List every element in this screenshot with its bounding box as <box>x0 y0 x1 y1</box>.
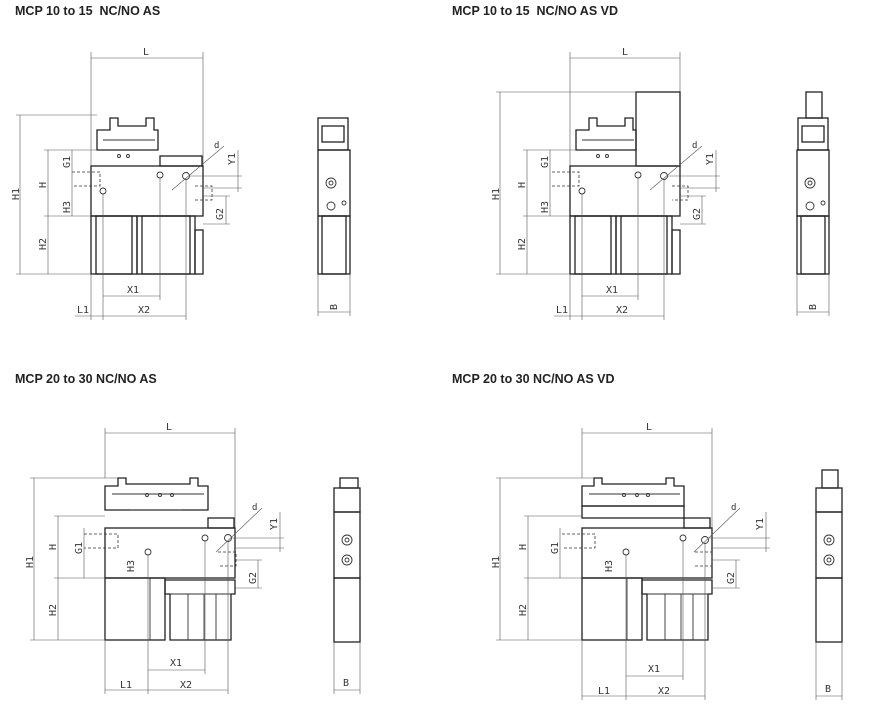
label-B: B <box>808 304 819 310</box>
label-d: d <box>692 141 697 151</box>
label-G1: G1 <box>540 156 551 168</box>
label-G1: G1 <box>74 542 85 554</box>
label-X1: X1 <box>127 285 139 296</box>
label-X1: X1 <box>648 664 660 675</box>
label-G2: G2 <box>726 572 737 584</box>
side-view: B <box>317 117 351 316</box>
label-H1: H1 <box>491 556 502 568</box>
label-L1: L1 <box>77 305 89 316</box>
label-H2: H2 <box>48 604 59 616</box>
drawing-mcp-10-15-as: L H1 H G1 H3 H2 <box>11 47 351 320</box>
cylinder-left <box>104 577 166 641</box>
label-X1: X1 <box>170 658 182 669</box>
cylinder-left <box>569 215 617 275</box>
side-block <box>207 517 235 529</box>
label-H3: H3 <box>604 560 615 572</box>
drawing-mcp-20-30-as: L H1 H G1 H3 H2 d <box>25 422 361 694</box>
main-body <box>581 527 713 579</box>
cylinder-right <box>164 579 236 641</box>
label-B: B <box>343 678 349 689</box>
label-Y1: Y1 <box>755 518 766 530</box>
label-L: L <box>143 47 149 58</box>
label-H: H <box>38 182 49 188</box>
cylinder-right <box>641 579 713 641</box>
valve-block <box>635 91 681 167</box>
drawing-title-mcp-20-30-as-vd: MCP 20 to 30 NC/NO AS VD <box>452 372 615 386</box>
main-body <box>569 165 681 217</box>
label-H1: H1 <box>11 188 22 200</box>
top-connector <box>581 477 685 507</box>
label-L: L <box>646 422 652 433</box>
label-L: L <box>166 422 172 433</box>
label-X2: X2 <box>616 305 628 316</box>
cylinder-left <box>581 577 643 641</box>
label-H3: H3 <box>126 560 137 572</box>
label-G1: G1 <box>550 542 561 554</box>
label-H: H <box>518 544 529 550</box>
side-view: B <box>796 91 830 316</box>
label-G2: G2 <box>692 208 703 220</box>
label-X2: X2 <box>180 680 192 691</box>
label-L1: L1 <box>598 686 610 697</box>
drawing-mcp-20-30-as-vd: L H1 H G1 H3 H2 d <box>491 422 843 700</box>
main-body <box>104 527 236 579</box>
label-B: B <box>329 304 340 310</box>
label-X1: X1 <box>606 285 618 296</box>
label-H: H <box>48 544 59 550</box>
drawing-title-mcp-10-15-as-vd: MCP 10 to 15 NC/NO AS VD <box>452 4 619 18</box>
label-G2: G2 <box>215 208 226 220</box>
label-G1: G1 <box>62 156 73 168</box>
label-H2: H2 <box>518 604 529 616</box>
label-d: d <box>214 141 219 151</box>
side-block <box>159 155 203 167</box>
drawing-title-mcp-10-15-as: MCP 10 to 15 NC/NO AS <box>15 4 161 18</box>
label-d: d <box>731 503 736 513</box>
top-connector <box>96 117 159 158</box>
label-Y1: Y1 <box>269 518 280 530</box>
label-Y1: Y1 <box>705 153 716 165</box>
label-B: B <box>825 684 831 695</box>
drawing-mcp-10-15-as-vd: L H1 H G1 H3 H2 d Y1 <box>491 47 830 320</box>
side-view: B <box>333 477 361 694</box>
label-X2: X2 <box>658 686 670 697</box>
side-block <box>683 517 711 529</box>
label-H1: H1 <box>25 556 36 568</box>
label-L1: L1 <box>556 305 568 316</box>
label-H2: H2 <box>517 238 528 250</box>
side-view: B <box>815 469 843 700</box>
label-L: L <box>622 47 628 58</box>
label-H3: H3 <box>540 201 551 213</box>
top-connector <box>104 477 209 511</box>
label-Y1: Y1 <box>227 153 238 165</box>
cylinder-left <box>90 215 138 275</box>
label-H: H <box>517 182 528 188</box>
top-connector <box>575 117 637 158</box>
label-G2: G2 <box>248 572 259 584</box>
label-L1: L1 <box>120 680 132 691</box>
label-d: d <box>252 503 257 513</box>
cylinder-right <box>615 215 673 275</box>
drawing-title-mcp-20-30-as: MCP 20 to 30 NC/NO AS <box>15 372 157 386</box>
label-H3: H3 <box>62 201 73 213</box>
label-X2: X2 <box>138 305 150 316</box>
label-H1: H1 <box>491 188 502 200</box>
label-H2: H2 <box>38 238 49 250</box>
